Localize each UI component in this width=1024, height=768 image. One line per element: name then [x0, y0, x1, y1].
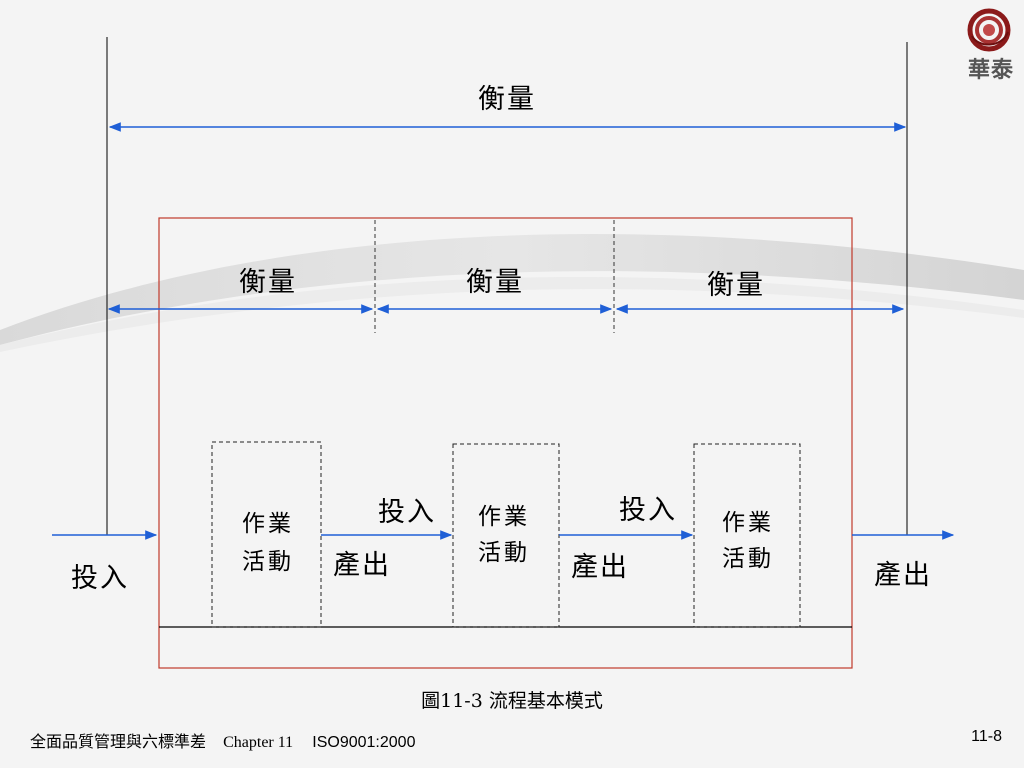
footer-book-title: 全面品質管理與六標準差 — [30, 732, 207, 751]
main-output-label: 產出 — [874, 560, 932, 591]
footer-standard: ISO9001:2000 — [312, 734, 416, 751]
activity-1-line1: 作業 — [242, 511, 294, 537]
activity-1-line2: 活動 — [242, 549, 294, 575]
activity-3-line2: 活動 — [722, 546, 774, 572]
main-input-label: 投入 — [71, 563, 129, 594]
footer-left: 全面品質管理與六標準差 Chapter 11 ISO9001:2000 — [30, 728, 415, 752]
top-measure-label: 衡量 — [478, 84, 536, 115]
figure-caption: 圖11-3 流程基本模式 — [421, 690, 603, 712]
activity-box-2 — [452, 443, 560, 628]
inner-measure-label-3: 衡量 — [707, 270, 765, 301]
inner-measure-label-2: 衡量 — [466, 267, 524, 298]
footer-page-number: 11-8 — [971, 728, 1002, 745]
activity-box-3 — [693, 443, 801, 628]
logo-text: 華泰 — [967, 57, 1014, 83]
process-boundary-box — [158, 217, 853, 669]
input-label-3: 投入 — [619, 495, 677, 526]
activity-2-line2: 活動 — [478, 540, 530, 566]
activity-2-line1: 作業 — [478, 504, 530, 530]
output-label-2: 產出 — [571, 552, 629, 583]
activity-3-line1: 作業 — [722, 510, 774, 536]
swirl-logo-icon — [967, 8, 1011, 52]
footer-chapter: Chapter 11 — [223, 734, 294, 751]
input-label-2: 投入 — [378, 497, 436, 528]
output-label-1: 產出 — [333, 550, 391, 581]
inner-measure-label-1: 衡量 — [239, 267, 297, 298]
